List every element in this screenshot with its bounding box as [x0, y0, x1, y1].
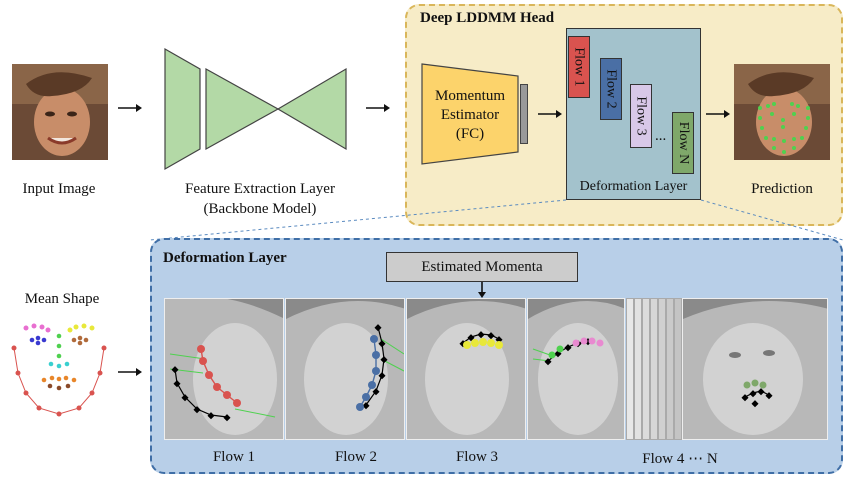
stacked-flow-frames — [626, 298, 706, 440]
arrow-right-icon — [706, 110, 730, 118]
momentum-label-2: Estimator — [440, 107, 500, 123]
flow-2-image — [285, 298, 405, 440]
caption-flow-1: Flow 1 — [212, 449, 256, 465]
prediction-face-image — [734, 64, 830, 160]
momentum-output-bar — [520, 84, 528, 144]
caption-flow-2: Flow 2 — [334, 449, 378, 465]
arrow-down-icon — [478, 282, 486, 298]
flow-1-image — [164, 298, 284, 440]
arrow-right-icon — [118, 104, 142, 112]
flow-3-image — [406, 298, 526, 440]
flow-4-image — [527, 298, 625, 440]
mean-shape-label: Mean Shape — [24, 291, 100, 307]
arrow-right-icon — [118, 368, 142, 376]
backbone-label: (Backbone Model) — [203, 201, 317, 217]
backbone-shape — [164, 47, 347, 171]
estimated-momenta-box: Estimated Momenta — [386, 252, 578, 282]
caption-flow-3: Flow 3 — [455, 449, 499, 465]
mean-shape-landmarks — [11, 323, 107, 417]
prediction-label: Prediction — [751, 181, 813, 197]
flow-n-block: Flow N — [672, 112, 694, 174]
momentum-label-1: Momentum — [435, 88, 505, 104]
arrow-right-icon — [366, 104, 390, 112]
head-panel-title: Deep LDDMM Head — [420, 10, 555, 26]
flow-2-block: Flow 2 — [600, 58, 622, 120]
flow-n-image — [682, 298, 828, 440]
flow-3-block: Flow 3 — [630, 84, 652, 148]
momentum-label-3: (FC) — [455, 126, 485, 142]
flow-1-block: Flow 1 — [568, 36, 590, 98]
arrow-right-icon — [538, 110, 562, 118]
input-image-label: Input Image — [22, 181, 96, 197]
input-face-image — [12, 64, 108, 160]
flow-ellipsis: ... — [655, 128, 667, 144]
deformation-layer-inner-label: Deformation Layer — [579, 179, 688, 194]
caption-flow-4-n: Flow 4 ⋯ N — [642, 451, 718, 467]
momentum-estimator-shape — [421, 63, 519, 165]
deformation-panel-title: Deformation Layer — [163, 250, 287, 266]
feature-extraction-label: Feature Extraction Layer — [185, 181, 335, 197]
